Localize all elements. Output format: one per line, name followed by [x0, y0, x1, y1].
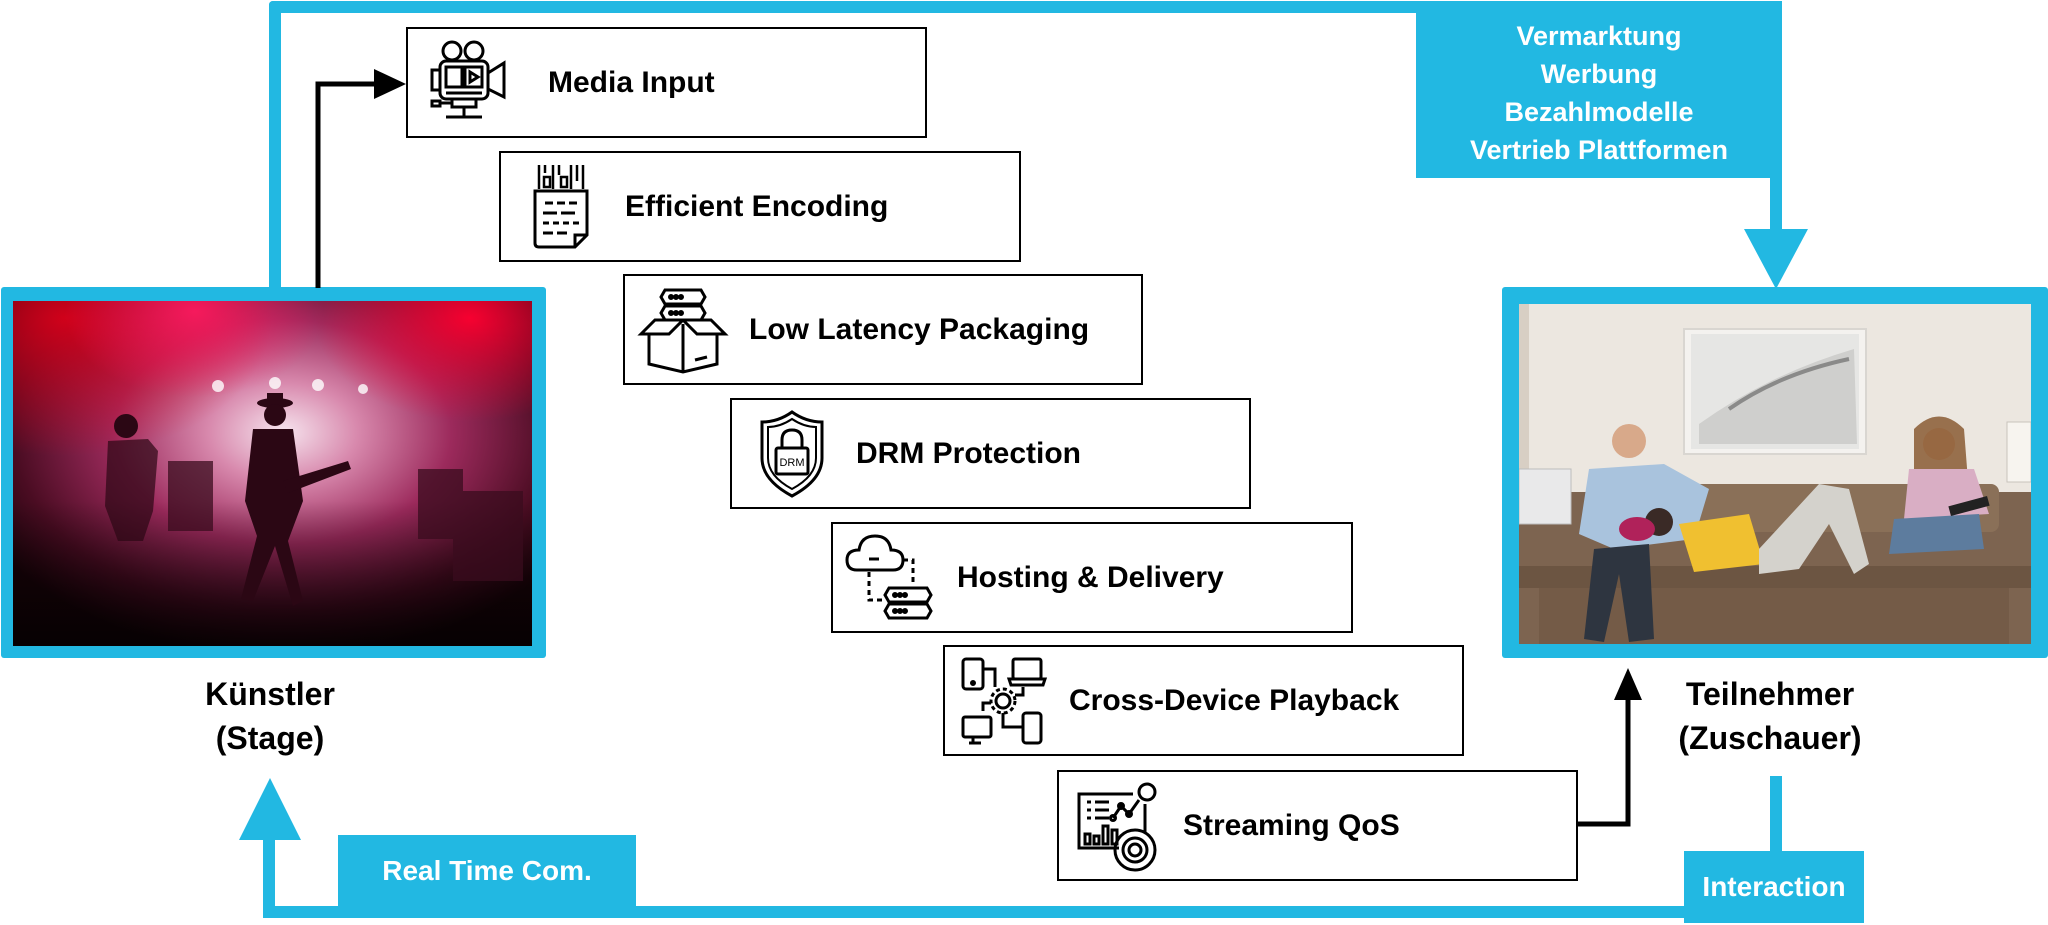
monetization-line: Vertrieb Plattformen: [1469, 135, 1729, 165]
step-label: Streaming QoS: [1183, 809, 1400, 842]
monetization-arrowhead: [1744, 229, 1808, 289]
monetization-line: Bezahlmodelle: [1504, 97, 1694, 127]
server-box-icon: [637, 288, 729, 374]
monetization-connector: [1770, 170, 1782, 232]
return-loop-vertical: [263, 830, 275, 918]
monetization-box: Vermarktung Werbung Bezahlmodelle Vertri…: [1416, 1, 1782, 178]
encoded-document-icon: [533, 165, 589, 249]
step-hosting-delivery[interactable]: Hosting & Delivery: [831, 522, 1353, 633]
interaction-box: Interaction: [1684, 851, 1864, 923]
real-time-com-label: Real Time Com.: [382, 855, 592, 886]
real-time-com-box: Real Time Com.: [338, 835, 636, 910]
step-media-input[interactable]: Media Input: [406, 27, 927, 138]
step-efficient-encoding[interactable]: Efficient Encoding: [499, 151, 1021, 262]
interaction-label: Interaction: [1702, 871, 1846, 902]
analytics-dashboard-icon: [1077, 782, 1157, 872]
viewer-frame: [1502, 287, 2048, 658]
step-cross-device-playback[interactable]: Cross-Device Playback: [943, 645, 1464, 756]
family-on-sofa-photo: [1519, 304, 2031, 644]
top-loop-horizontal: [269, 1, 1782, 13]
return-to-artist-arrowhead: [239, 778, 301, 840]
artist-title: Künstler: [205, 676, 335, 712]
artist-subtitle: (Stage): [215, 720, 325, 756]
step-label: DRM Protection: [856, 437, 1081, 470]
cloud-server-icon: [845, 534, 933, 620]
concert-stage-photo: [13, 301, 532, 646]
viewer-subtitle: (Zuschauer): [1678, 720, 1862, 756]
interaction-connector: [1770, 776, 1782, 856]
artist-to-media-input-arrow: [315, 69, 406, 288]
artist-frame: [1, 287, 546, 658]
step-drm-protection[interactable]: DRM DRM Protection: [730, 398, 1251, 509]
step-streaming-qos[interactable]: Streaming QoS: [1057, 770, 1578, 881]
step-label: Efficient Encoding: [625, 190, 889, 223]
step-label: Cross-Device Playback: [1069, 684, 1400, 717]
viewer-title: Teilnehmer: [1685, 676, 1855, 712]
monetization-line: Werbung: [1540, 59, 1658, 89]
drm-icon-text: DRM: [779, 457, 804, 469]
step-label: Media Input: [548, 66, 715, 99]
monetization-line: Vermarktung: [1516, 21, 1682, 51]
step-label: Low Latency Packaging: [749, 313, 1090, 346]
step-low-latency-packaging[interactable]: Low Latency Packaging: [623, 274, 1143, 385]
step-label: Hosting & Delivery: [957, 561, 1224, 594]
viewer-caption: Teilnehmer (Zuschauer): [1640, 672, 1900, 760]
devices-gear-icon: [961, 657, 1048, 745]
qos-to-viewer-arrow: [1578, 668, 1642, 827]
top-loop-left-vertical: [269, 1, 281, 291]
drm-shield-icon: DRM: [760, 410, 824, 498]
video-camera-icon: [430, 40, 506, 119]
artist-caption: Künstler (Stage): [160, 672, 380, 760]
